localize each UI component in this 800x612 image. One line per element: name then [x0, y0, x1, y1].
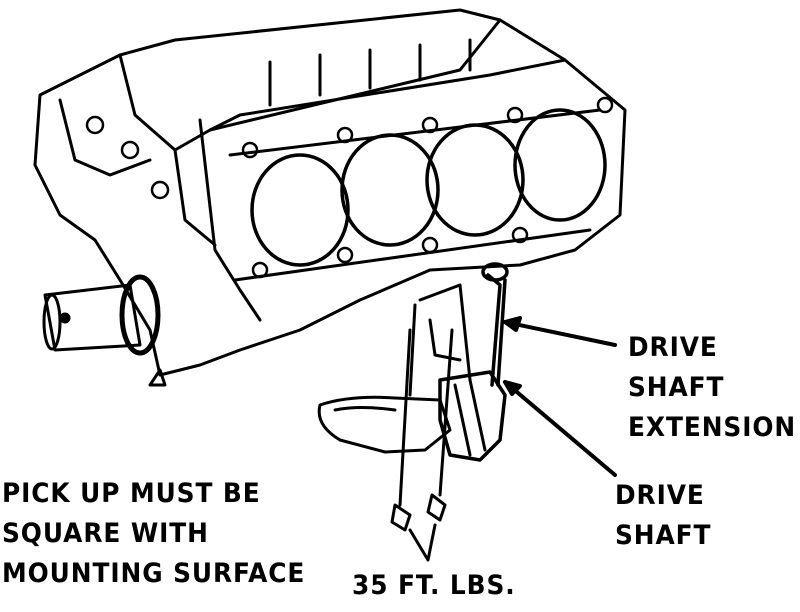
mounting-studs: [390, 328, 454, 562]
label-line: EXTENSION: [628, 412, 797, 443]
pickup-note-label: PICK UP MUST BE SQUARE WITH MOUNTING SUR…: [2, 474, 305, 594]
label-line: SHAFT: [628, 372, 725, 403]
crankshaft-nose: [42, 274, 167, 387]
label-line: SQUARE WITH: [2, 518, 209, 549]
leader-arrows: [503, 316, 617, 477]
drive-shaft-extension-label: DRIVE SHAFT EXTENSION: [628, 328, 796, 448]
label-line: PICK UP MUST BE: [2, 478, 261, 509]
oil-pump-assembly: [317, 283, 507, 462]
head-bolt-holes: [85, 96, 614, 279]
drive-shaft-label: DRIVE SHAFT: [615, 476, 711, 556]
drive-shaft: [481, 262, 509, 387]
label-line: MOUNTING SURFACE: [2, 558, 306, 589]
engine-block: [33, 8, 627, 377]
cylinder-bores: [250, 108, 607, 267]
torque-label: 35 FT. LBS.: [352, 566, 516, 606]
label-line: 35 FT. LBS.: [352, 570, 516, 601]
label-line: DRIVE: [615, 480, 705, 511]
label-line: SHAFT: [615, 520, 712, 551]
label-line: DRIVE: [628, 332, 718, 363]
